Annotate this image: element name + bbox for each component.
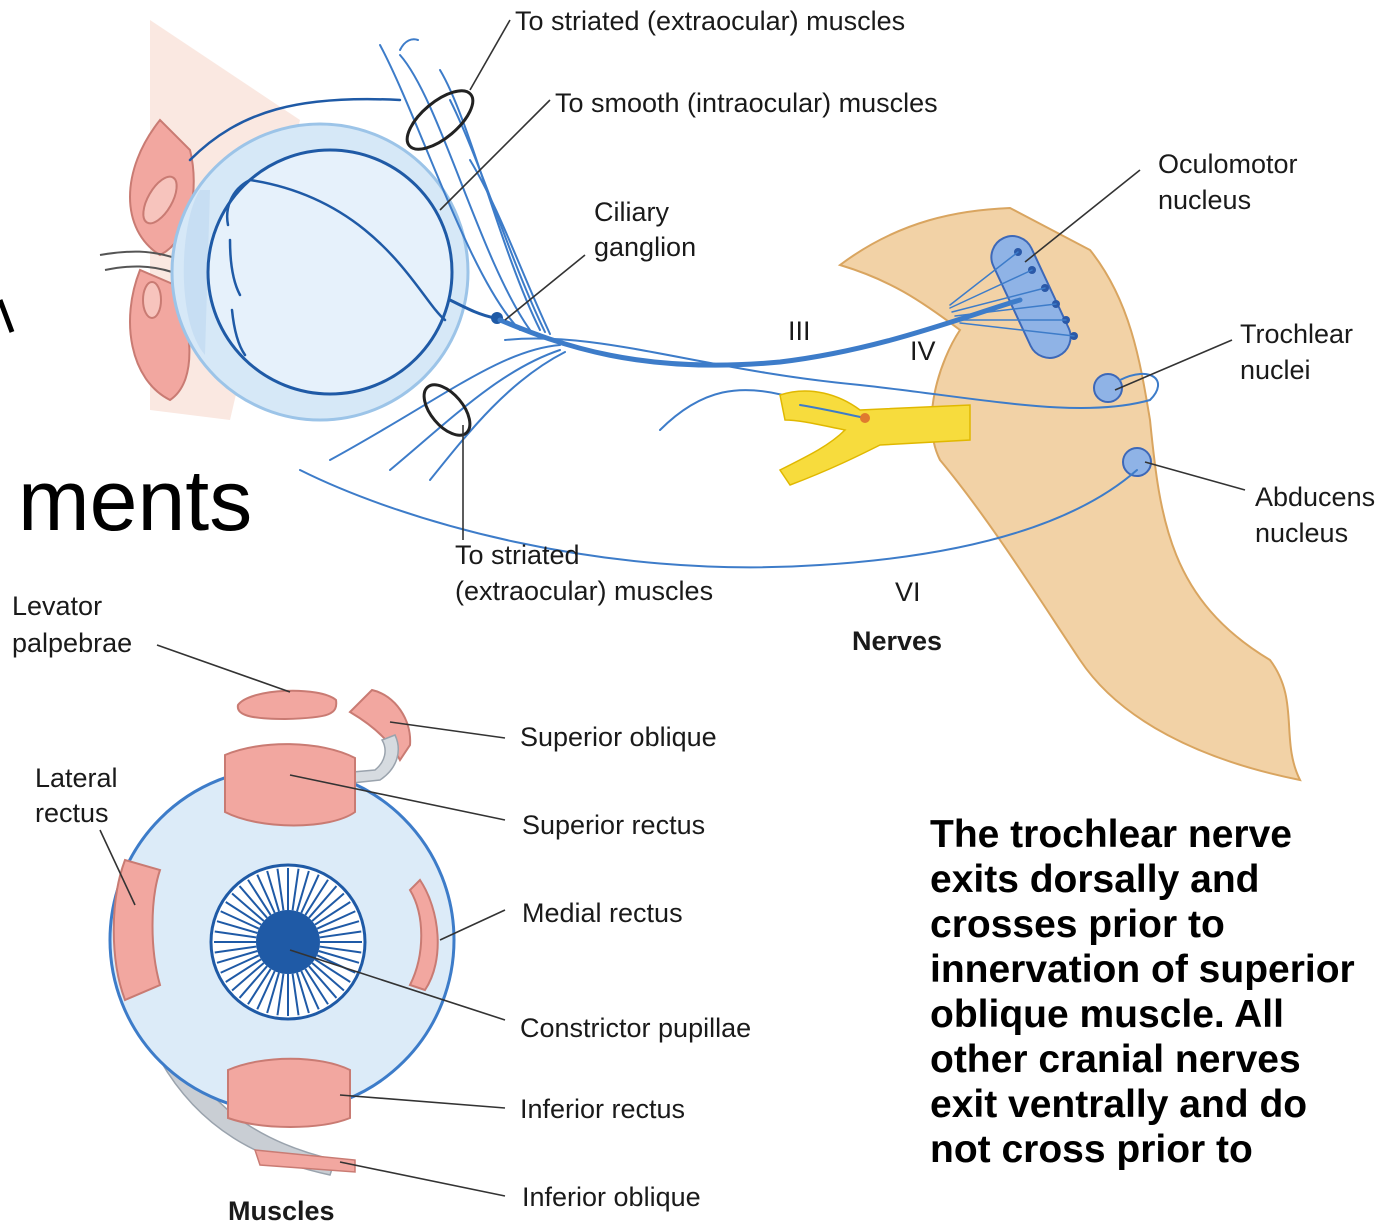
label-striated-top: To striated (extraocular) muscles [515, 6, 905, 36]
label-oculomotor-2: nucleus [1158, 185, 1251, 215]
label-abducens-2: nucleus [1255, 518, 1348, 548]
background-glyph-fragment [0, 300, 12, 332]
leader-inferior-oblique [340, 1162, 505, 1196]
label-levator-1: Levator [12, 591, 102, 621]
label-levator-2: palpebrae [12, 628, 132, 658]
leader-levator [157, 645, 290, 692]
inferior-rectus-muscle [228, 1059, 350, 1127]
lateral-rectus-muscle [114, 860, 160, 1000]
label-nerve-IV: IV [910, 336, 936, 366]
label-ciliary-1: Ciliary [594, 197, 670, 227]
label-nerve-III: III [788, 316, 811, 346]
superior-oblique-muscle [350, 690, 410, 760]
nerve-VI-branch [660, 390, 800, 430]
leader-abducens [1145, 462, 1245, 490]
leader-striated-top [470, 20, 510, 90]
heading-muscles: Muscles [228, 1196, 335, 1226]
label-inferior-oblique: Inferior oblique [522, 1182, 701, 1212]
label-constrictor: Constrictor pupillae [520, 1013, 751, 1043]
label-smooth: To smooth (intraocular) muscles [555, 88, 938, 118]
heading-nerves: Nerves [852, 626, 942, 656]
branch-bottom-3 [430, 352, 565, 480]
label-lateral-1: Lateral [35, 763, 118, 793]
label-trochlear-2: nuclei [1240, 355, 1311, 385]
label-lateral-2: rectus [35, 798, 109, 828]
label-medial-rectus: Medial rectus [522, 898, 683, 928]
eye-cross-section [100, 20, 503, 420]
label-nerve-VI: VI [895, 577, 921, 607]
background-word-fragment: ments [18, 453, 252, 549]
label-abducens-1: Abducens [1255, 482, 1375, 512]
label-striated-bottom-2: (extraocular) muscles [455, 576, 713, 606]
leader-inferior-rectus [340, 1095, 505, 1108]
label-superior-oblique: Superior oblique [520, 722, 717, 752]
label-trochlear-1: Trochlear [1240, 319, 1353, 349]
label-inferior-rectus: Inferior rectus [520, 1094, 685, 1124]
lower-eyelid-gland [143, 282, 161, 318]
bundle-ring-top [398, 80, 482, 159]
brainstem [840, 208, 1300, 780]
ganglion-cell [860, 413, 870, 423]
label-striated-bottom-1: To striated [455, 540, 580, 570]
leader-smooth [440, 100, 550, 210]
branch-top-tip [400, 39, 418, 50]
pupil-center [256, 910, 320, 974]
retina [208, 150, 452, 394]
label-superior-rectus: Superior rectus [522, 810, 705, 840]
levator-palpebrae-muscle [238, 691, 336, 719]
label-oculomotor-1: Oculomotor [1158, 149, 1298, 179]
eye-muscles-figure [110, 690, 454, 1175]
label-ciliary-2: ganglion [594, 232, 696, 262]
